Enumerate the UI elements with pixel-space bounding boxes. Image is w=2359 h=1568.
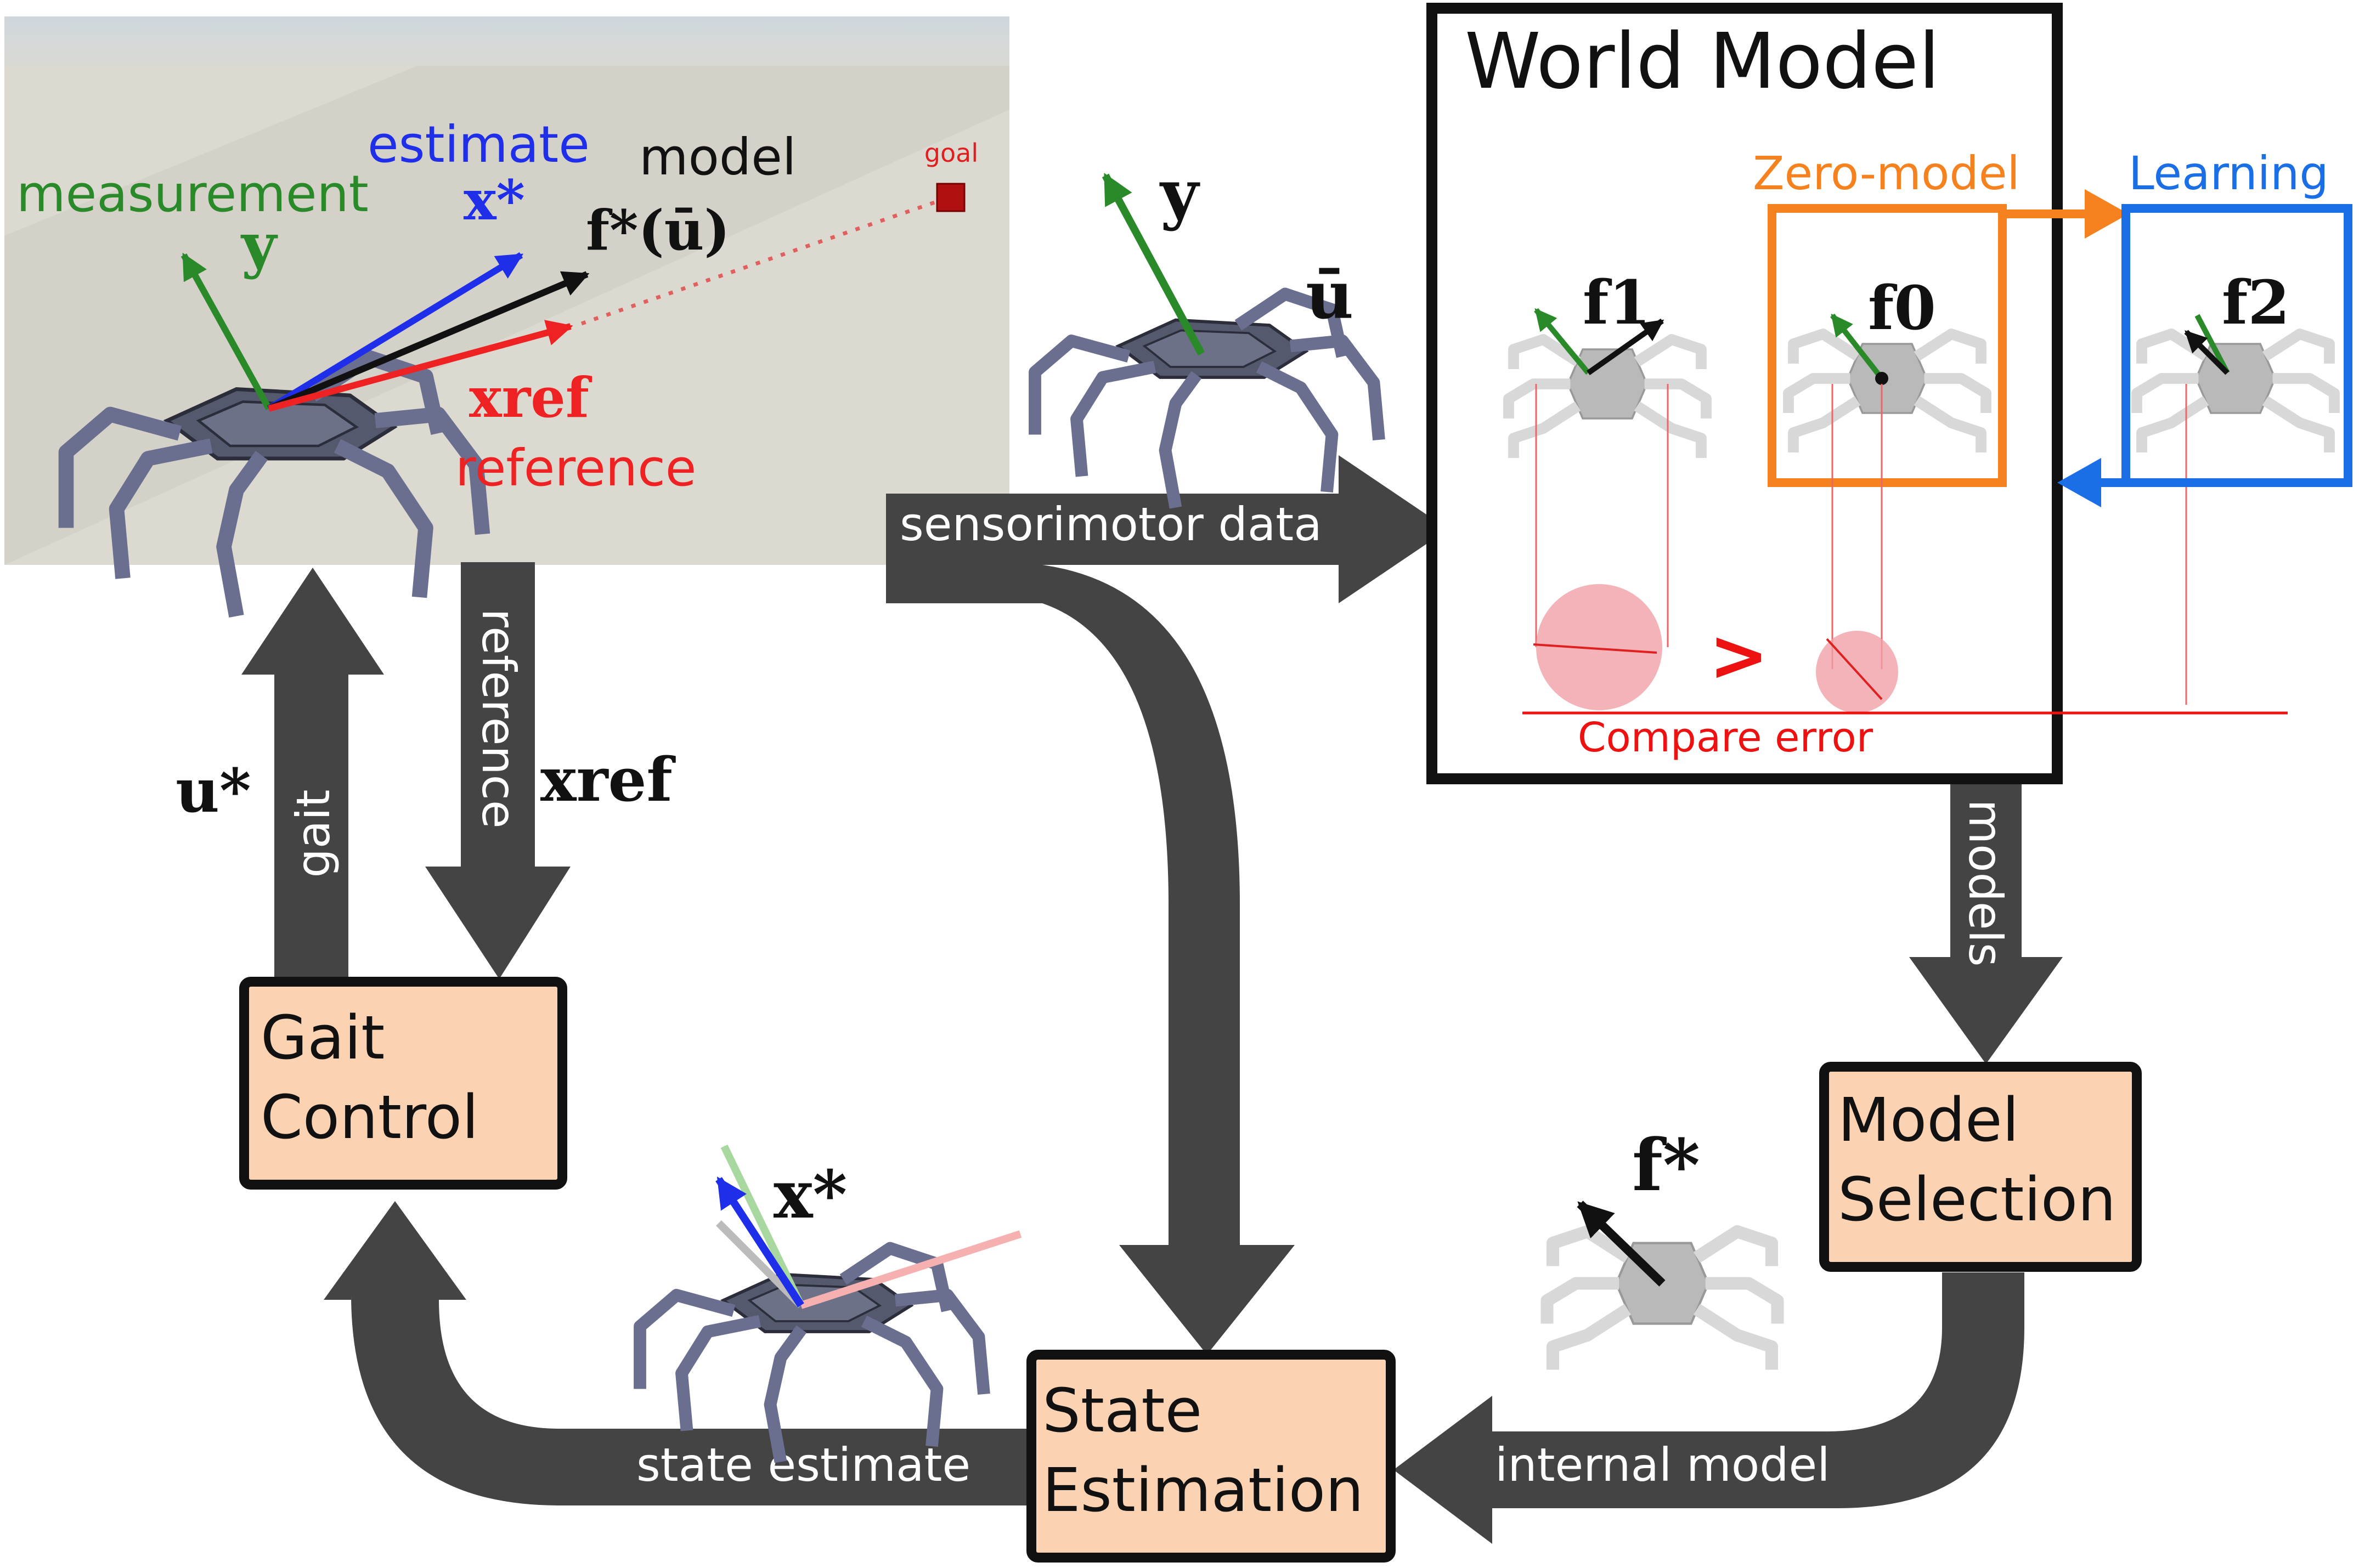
gait-control-box — [239, 977, 567, 1190]
zero-to-learning-head — [2085, 189, 2129, 239]
selected-model-arrow — [1577, 1201, 1666, 1287]
model-symbol: f*(ū) — [586, 198, 730, 263]
f1-error-circle — [1536, 584, 1662, 710]
zero-model-box — [1768, 204, 2007, 487]
world-model-panel: World Model f1 > Zero-model f0 — [1426, 3, 2288, 784]
compare-error-label: Compare error — [1578, 714, 1873, 761]
f1-symbol: f1 — [1583, 267, 1651, 338]
state-robot: x* — [640, 1144, 1022, 1462]
f2-symbol: f2 — [2222, 267, 2290, 338]
f0-symbol: f0 — [1868, 273, 1936, 343]
reference-flow-label: reference — [472, 608, 526, 828]
world-model-title: World Model — [1465, 17, 1940, 106]
gait-label: gait — [286, 789, 340, 878]
simulation-scene: goal measurement y estimate x* model f*(… — [4, 16, 1009, 616]
sensor-y-arrow — [1102, 173, 1205, 356]
learning-label: Learning — [2129, 146, 2329, 200]
world-model-frame — [1426, 3, 2063, 784]
reference-flow-arrow — [425, 562, 571, 979]
f1-green-arrow — [1534, 308, 1590, 375]
model-selection-line1: Model — [1838, 1085, 2019, 1155]
gait-symbol: u* — [176, 755, 251, 826]
state-estimation-line2: Estimation — [1042, 1455, 1364, 1525]
model-label: model — [639, 128, 796, 186]
f2-green-arrow — [2194, 314, 2230, 375]
state-blue-arrow — [715, 1176, 804, 1307]
sensorimotor-branch-arrow — [886, 565, 1295, 1355]
reference-arrow — [268, 320, 573, 412]
model-f1: f1 — [1509, 267, 1706, 710]
f2-black-arrow — [2184, 330, 2230, 375]
zero-model-label: Zero-model — [1753, 146, 2020, 200]
estimate-arrow — [267, 252, 524, 412]
internal-model-label: internal model — [1495, 1438, 1830, 1492]
gait-control-line2: Control — [261, 1082, 479, 1152]
goal-label: goal — [924, 138, 978, 168]
model-selection-line2: Selection — [1838, 1164, 2116, 1235]
reference-label: reference — [455, 439, 696, 497]
f0-dot — [1875, 372, 1888, 385]
selected-model-symbol: f* — [1632, 1123, 1700, 1207]
sensor-y-symbol: y — [1159, 155, 1200, 233]
model-selection-box — [1819, 1062, 2142, 1272]
models-label: models — [1959, 799, 2012, 966]
f0-green-arrow — [1830, 313, 1884, 381]
state-estimation-block: State Estimation — [1026, 1350, 1396, 1563]
measurement-label: measurement — [16, 165, 369, 223]
internal-model-arrow — [1393, 1272, 2024, 1544]
state-estimation-box — [1026, 1350, 1396, 1563]
learning-panel: Learning f2 — [2002, 146, 2352, 705]
sensorimotor-arrow — [886, 455, 1448, 603]
model-selection-block: Model Selection — [1819, 1062, 2142, 1272]
sensorimotor-label: sensorimotor data — [900, 497, 1322, 551]
sensor-u-symbol: ū — [1306, 257, 1353, 334]
estimate-label: estimate — [368, 115, 590, 174]
sensor-robot: y ū — [1035, 155, 1379, 508]
state-x-symbol: x* — [774, 1156, 847, 1233]
state-estimate-arrow — [324, 1201, 1031, 1505]
greater-than-sign: > — [1709, 614, 1769, 697]
f1-error-radius — [1533, 643, 1657, 654]
estimate-symbol: x* — [464, 168, 525, 233]
goal-marker — [936, 183, 966, 212]
state-estimation-line1: State — [1042, 1375, 1202, 1446]
f0-error-radius — [1826, 638, 1883, 700]
f1-black-arrow — [1587, 318, 1664, 376]
gait-arrow — [241, 568, 384, 979]
state-estimate-label: state estimate — [636, 1438, 970, 1492]
learning-to-world-head — [2057, 458, 2101, 507]
selected-model: f* — [1547, 1123, 1777, 1370]
gait-control-block: Gait Control — [239, 977, 567, 1190]
reference-flow-symbol: xref — [540, 744, 676, 815]
state-faded-red-arrow — [799, 1230, 1022, 1309]
measurement-arrow — [180, 252, 272, 410]
model-f0: Zero-model f0 — [1753, 146, 2020, 713]
state-faded-gray-arrow — [716, 1220, 804, 1308]
measurement-symbol: y — [240, 210, 278, 280]
model-arrow — [267, 271, 590, 412]
gait-control-line1: Gait — [261, 1003, 385, 1073]
reference-symbol: xref — [469, 365, 592, 430]
models-arrow — [1909, 779, 2063, 1064]
